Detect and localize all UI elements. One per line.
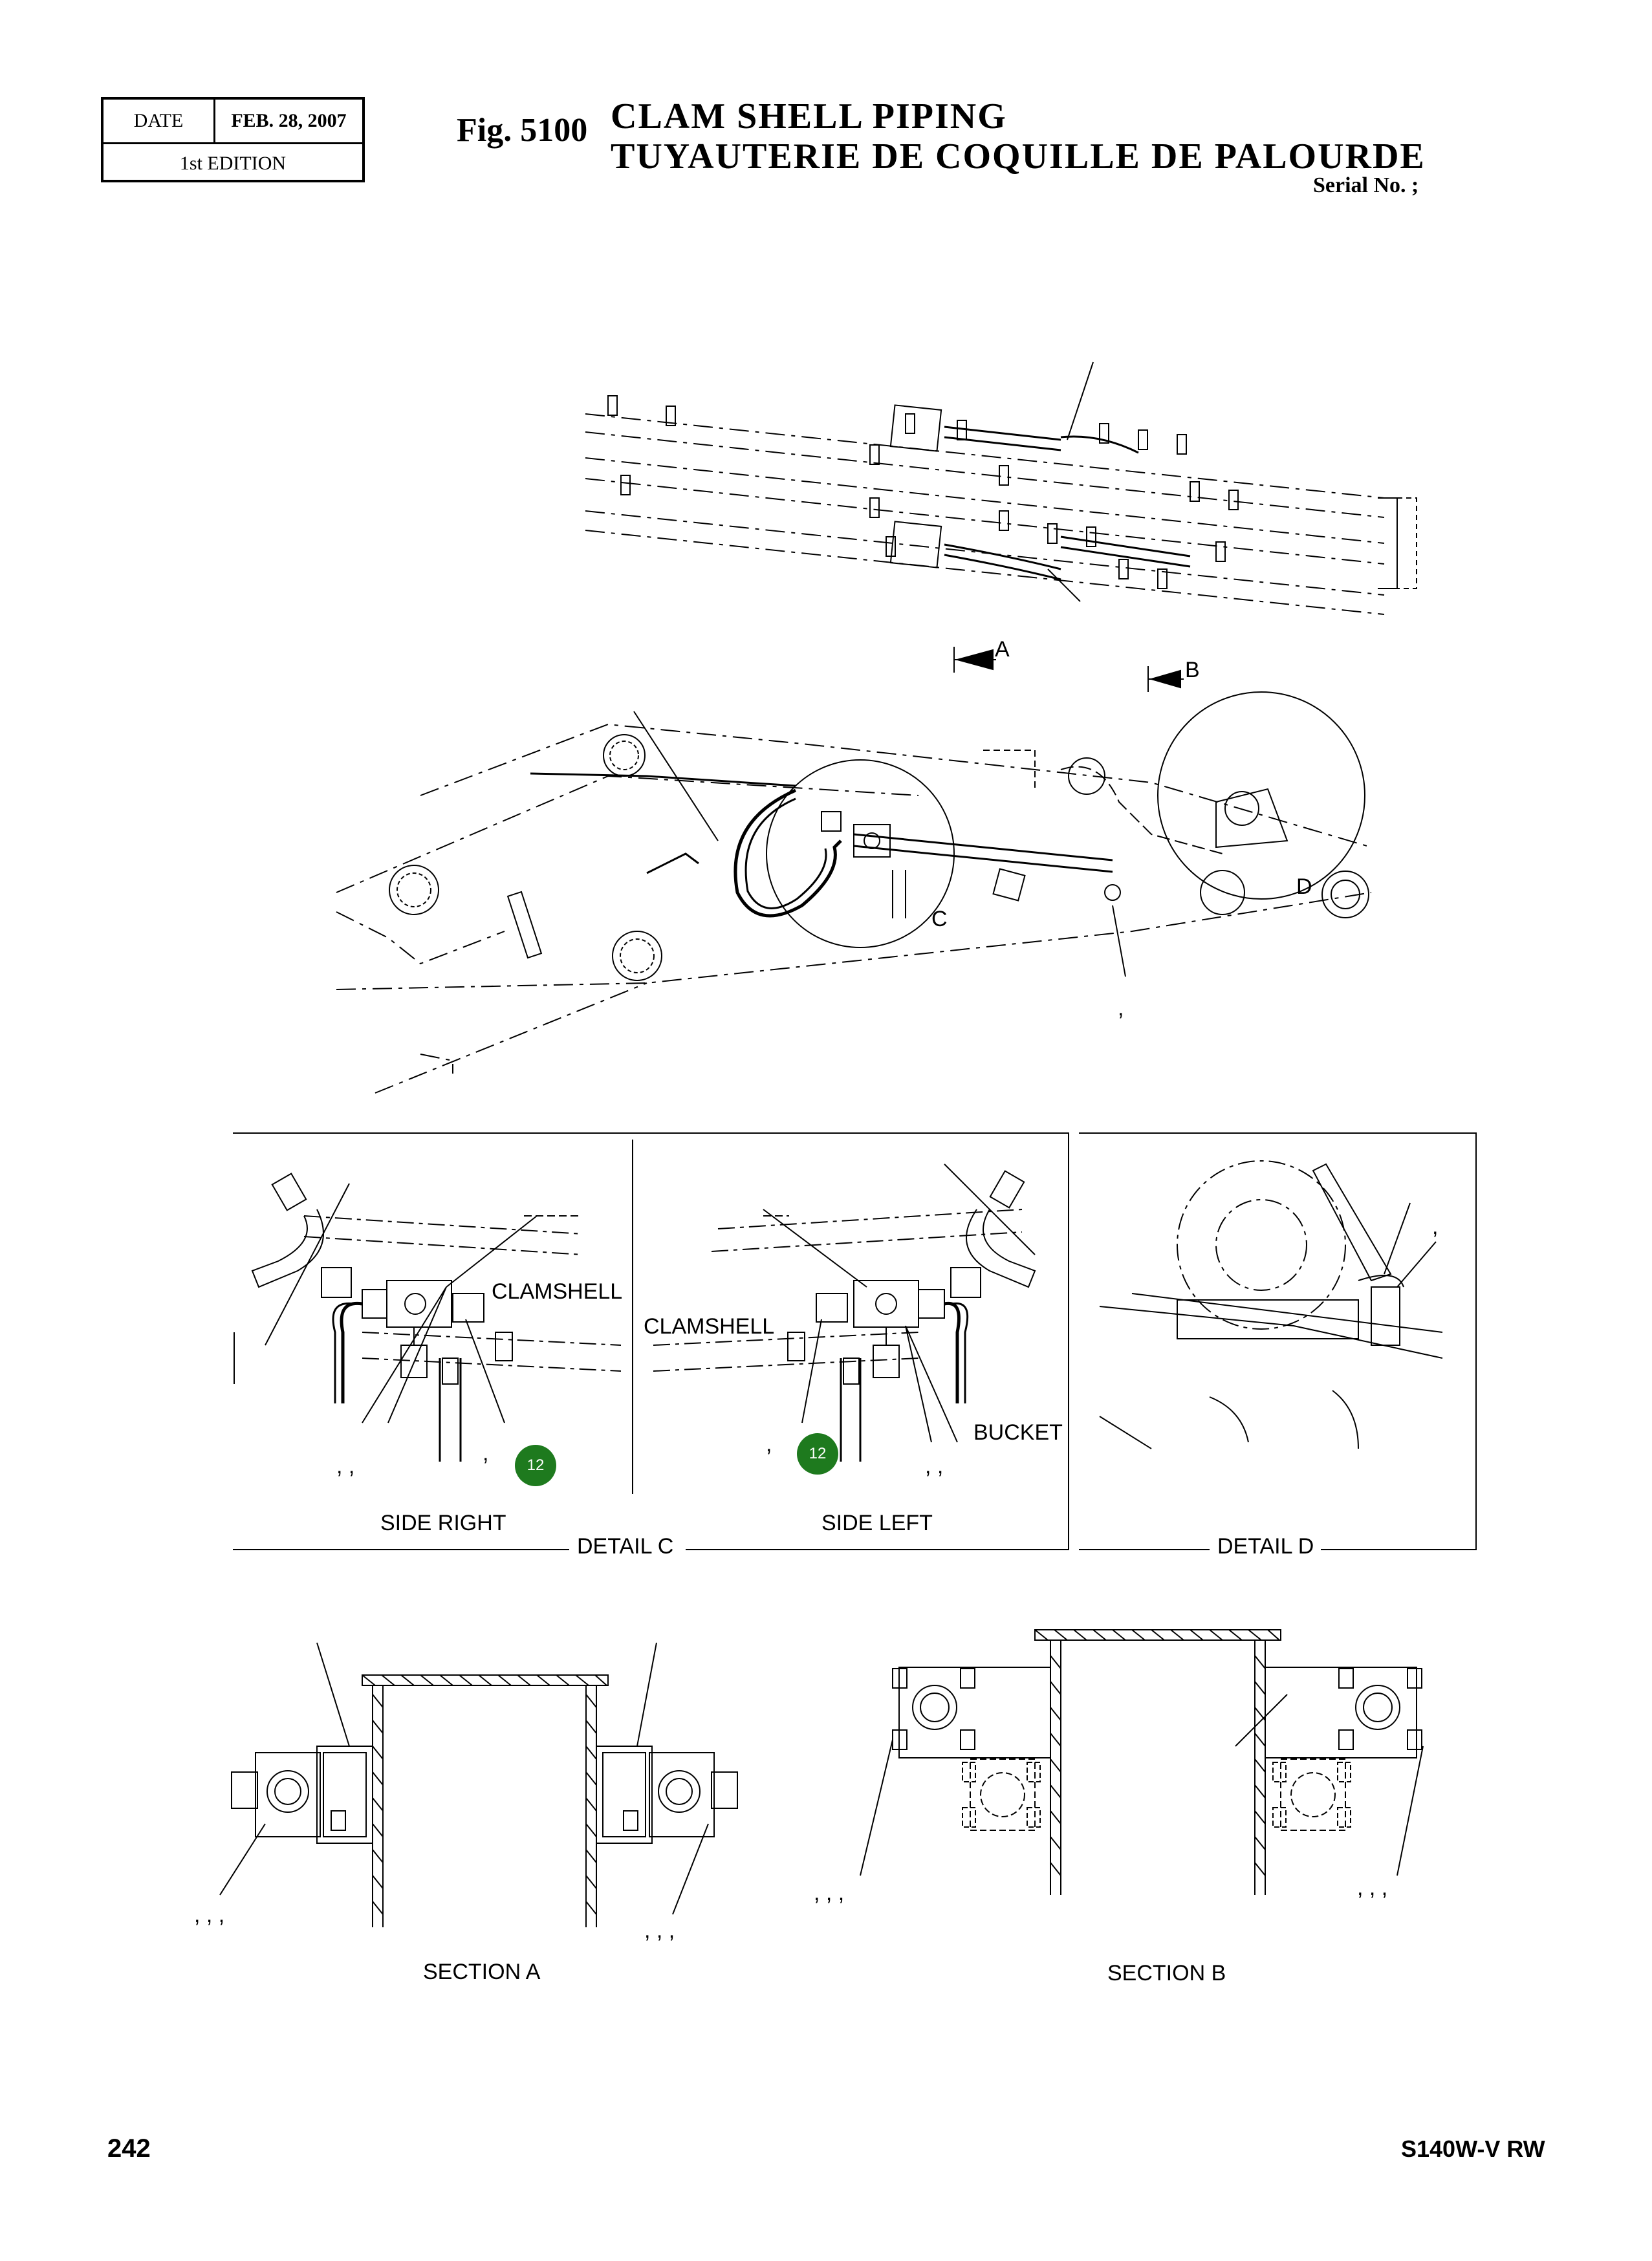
detail-c-title: DETAIL C <box>577 1534 674 1559</box>
serial-number: Serial No. ; <box>1313 173 1419 197</box>
detail-d-title: DETAIL D <box>1217 1534 1314 1559</box>
detail-c-side-right <box>234 1173 622 1462</box>
section-a-drawing <box>219 1642 738 1927</box>
ref-left-1: , <box>766 1432 772 1456</box>
detail-mark-d: D <box>1296 874 1312 899</box>
figure-number: Fig. 5100 <box>457 112 588 149</box>
date-value: FEB. 28, 2007 <box>231 110 347 131</box>
date-box: DATE FEB. 28, 2007 1st EDITION <box>101 97 365 182</box>
detail-d-frame <box>1079 1132 1477 1550</box>
label-clamshell-left: CLAMSHELL <box>644 1314 775 1339</box>
callout-12-left: 12 <box>797 1433 838 1475</box>
detail-c-frame <box>233 1132 1069 1550</box>
section-mark-a: A <box>995 637 1010 662</box>
top-arm-view <box>585 362 1417 615</box>
detail-mark-c: C <box>931 907 948 931</box>
section-a-ref-right: , , , <box>644 1918 675 1943</box>
main-view-ref: , <box>1118 996 1124 1021</box>
date-row: DATE FEB. 28, 2007 <box>103 100 362 144</box>
detail-d-ref: , <box>1432 1215 1439 1239</box>
edition-label: 1st EDITION <box>179 152 287 174</box>
callout-12-right: 12 <box>515 1445 556 1486</box>
date-label: DATE <box>103 100 215 142</box>
ref-right-2: , <box>483 1441 489 1466</box>
detail-c-side-left <box>653 1163 1036 1462</box>
section-b-drawing <box>860 1629 1424 1895</box>
ref-left-2: , , <box>925 1454 944 1478</box>
section-b-ref-right: , , , <box>1357 1876 1388 1900</box>
ref-right-1: , , <box>336 1454 355 1478</box>
section-b-ref-left: , , , <box>814 1881 845 1905</box>
page-number: 242 <box>107 2134 151 2163</box>
title-french: TUYAUTERIE DE COQUILLE DE PALOURDE <box>611 136 1426 177</box>
label-clamshell-right: CLAMSHELL <box>492 1279 623 1304</box>
title-english: CLAM SHELL PIPING <box>611 96 1007 136</box>
section-b-title: SECTION B <box>1107 1961 1226 1985</box>
label-bucket: BUCKET <box>973 1420 1063 1445</box>
section-marks <box>953 647 1184 692</box>
caption-side-left: SIDE LEFT <box>821 1511 933 1535</box>
section-a-title: SECTION A <box>423 1960 541 1984</box>
section-mark-b: B <box>1185 658 1200 682</box>
section-a-ref-left: , , , <box>194 1903 225 1927</box>
caption-side-right: SIDE RIGHT <box>380 1511 506 1535</box>
boom-side-view <box>336 691 1372 1094</box>
model-name: S140W-V RW <box>1401 2136 1545 2162</box>
